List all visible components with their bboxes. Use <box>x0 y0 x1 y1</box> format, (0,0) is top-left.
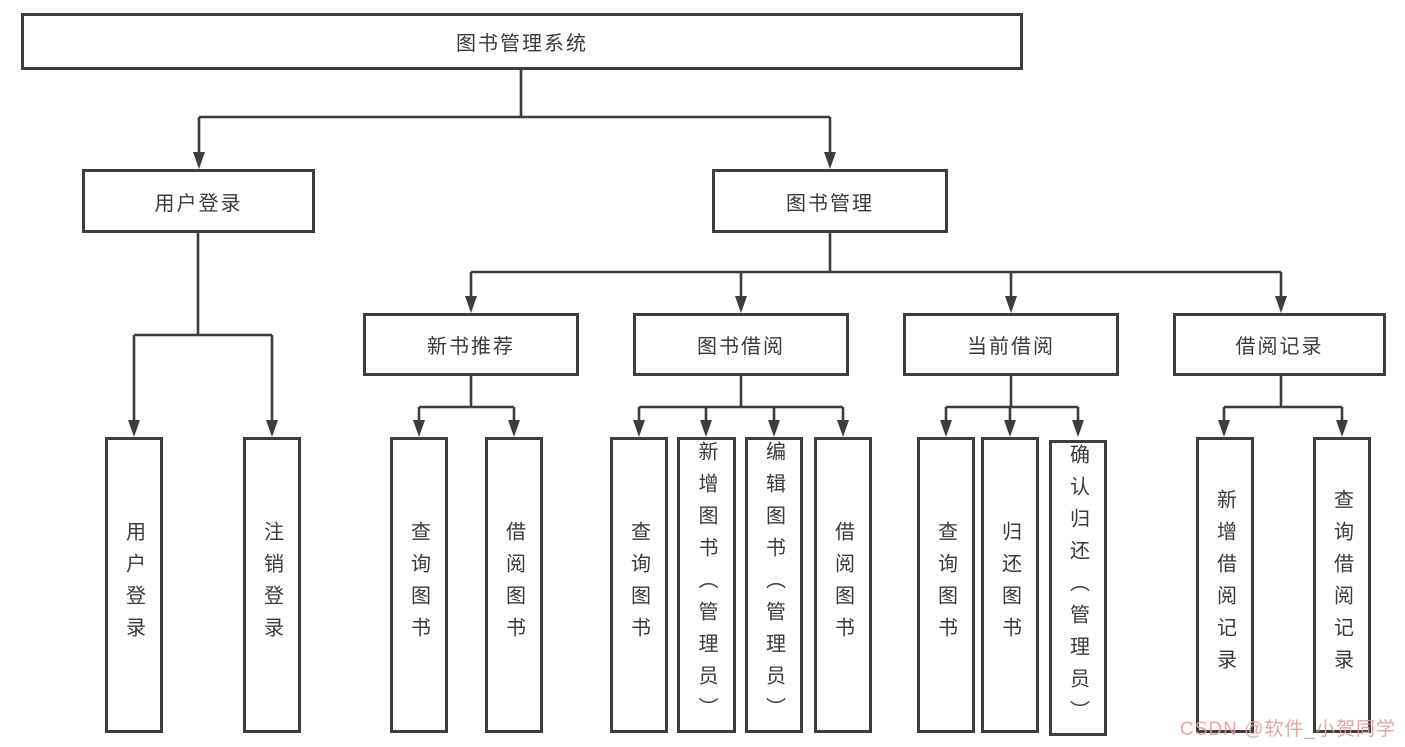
node-user-login: 用户登录 <box>82 169 315 233</box>
node-new-book-recommend: 新书推荐 <box>363 313 579 376</box>
arrow-down-icon <box>735 296 747 313</box>
leaf-query-books-recommend: 查询图书 <box>390 437 448 733</box>
node-borrowing-records: 借阅记录 <box>1173 313 1386 376</box>
leaf-add-books-admin: 新增图书（管理员） <box>677 437 736 733</box>
arrow-down-icon <box>700 420 712 437</box>
arrow-down-icon <box>1275 296 1287 313</box>
arrow-down-icon <box>1005 296 1017 313</box>
arrow-down-icon <box>1004 420 1016 437</box>
leaf-add-borrow-record: 新增借阅记录 <box>1196 437 1254 733</box>
arrow-down-icon <box>128 420 140 437</box>
leaf-borrow-books-recommend: 借阅图书 <box>485 437 543 733</box>
arrow-down-icon <box>768 420 780 437</box>
arrow-down-icon <box>508 420 520 437</box>
leaf-return-books: 归还图书 <box>981 437 1039 733</box>
arrow-down-icon <box>1336 420 1348 437</box>
arrow-down-icon <box>824 152 836 169</box>
node-current-borrowing: 当前借阅 <box>903 313 1119 376</box>
node-book-borrowing: 图书借阅 <box>633 313 849 376</box>
connector-root-to-level2 <box>193 69 836 169</box>
arrow-down-icon <box>837 420 849 437</box>
arrow-down-icon <box>940 420 952 437</box>
leaf-query-borrow-record: 查询借阅记录 <box>1313 437 1371 733</box>
leaf-confirm-return-admin: 确认归还（管理员） <box>1049 440 1107 736</box>
leaf-edit-books-admin: 编辑图书（管理员） <box>745 437 803 733</box>
leaf-logout: 注销登录 <box>243 437 301 733</box>
arrow-down-icon <box>465 296 477 313</box>
connector-borrowing-records-children <box>1218 376 1348 437</box>
connector-new-book-recommend-children <box>413 376 520 437</box>
leaf-borrow-books-borrowing: 借阅图书 <box>814 437 872 733</box>
connector-book-management-sections <box>465 233 1287 313</box>
arrow-down-icon <box>413 420 425 437</box>
leaf-user-login: 用户登录 <box>105 437 163 733</box>
connector-current-borrowing-children <box>940 376 1084 437</box>
node-root-system: 图书管理系统 <box>21 13 1023 70</box>
csdn-watermark: CSDN @软件_小贺同学 <box>1180 719 1396 740</box>
connector-user-login-children <box>128 233 278 437</box>
arrow-down-icon <box>1218 420 1230 437</box>
leaf-query-books-current: 查询图书 <box>917 437 975 733</box>
arrow-down-icon <box>193 152 205 169</box>
connector-book-borrowing-children <box>633 376 849 437</box>
node-book-management: 图书管理 <box>712 169 948 233</box>
arrow-down-icon <box>1072 420 1084 437</box>
arrow-down-icon <box>266 420 278 437</box>
arrow-down-icon <box>633 420 645 437</box>
leaf-query-books-borrowing: 查询图书 <box>610 437 668 733</box>
